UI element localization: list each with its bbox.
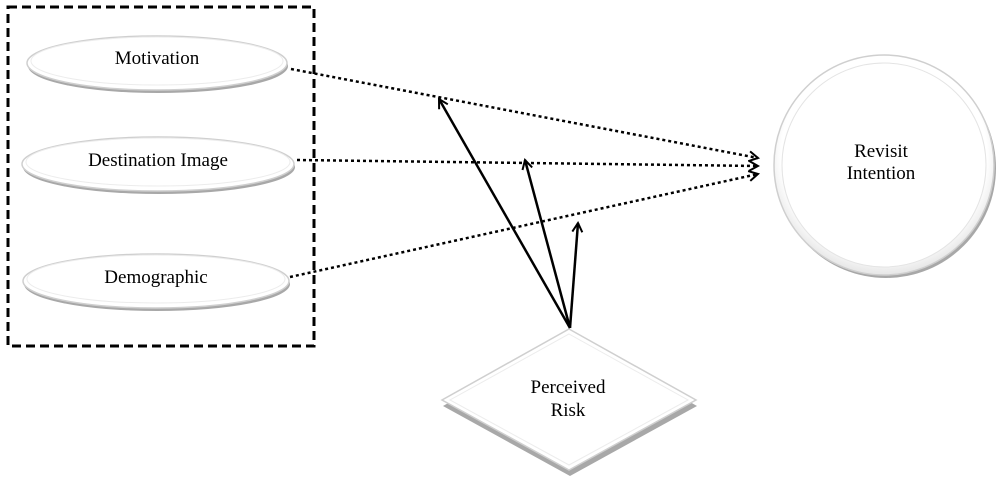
destination-image-node: Destination Image (21, 136, 295, 194)
perceived-risk-to-motivation-path-arrow (437, 99, 572, 329)
motivation-label: Motivation (115, 48, 200, 69)
motivation-to-revisit-arrow (290, 67, 758, 158)
perceived-risk-label-line2: Risk (551, 400, 586, 421)
revisit-intention-node: Revisit Intention (773, 54, 996, 278)
demographic-node: Demographic (22, 253, 290, 311)
demographic-label: Demographic (104, 267, 207, 288)
revisit-intention-label-line1: Revisit (854, 141, 909, 162)
independent-variables-group-box (6, 5, 316, 348)
motivation-node: Motivation (26, 35, 288, 93)
perceived-risk-to-destination-image-path-arrow (525, 160, 572, 329)
destination-image-label: Destination Image (88, 150, 228, 171)
demographic-to-revisit-arrow (289, 174, 758, 279)
revisit-intention-label-line2: Intention (847, 163, 916, 184)
perceived-risk-to-demographic-path-arrow (568, 223, 578, 329)
perceived-risk-label-line1: Perceived (531, 377, 606, 398)
perceived-risk-node: Perceived Risk (440, 328, 698, 476)
